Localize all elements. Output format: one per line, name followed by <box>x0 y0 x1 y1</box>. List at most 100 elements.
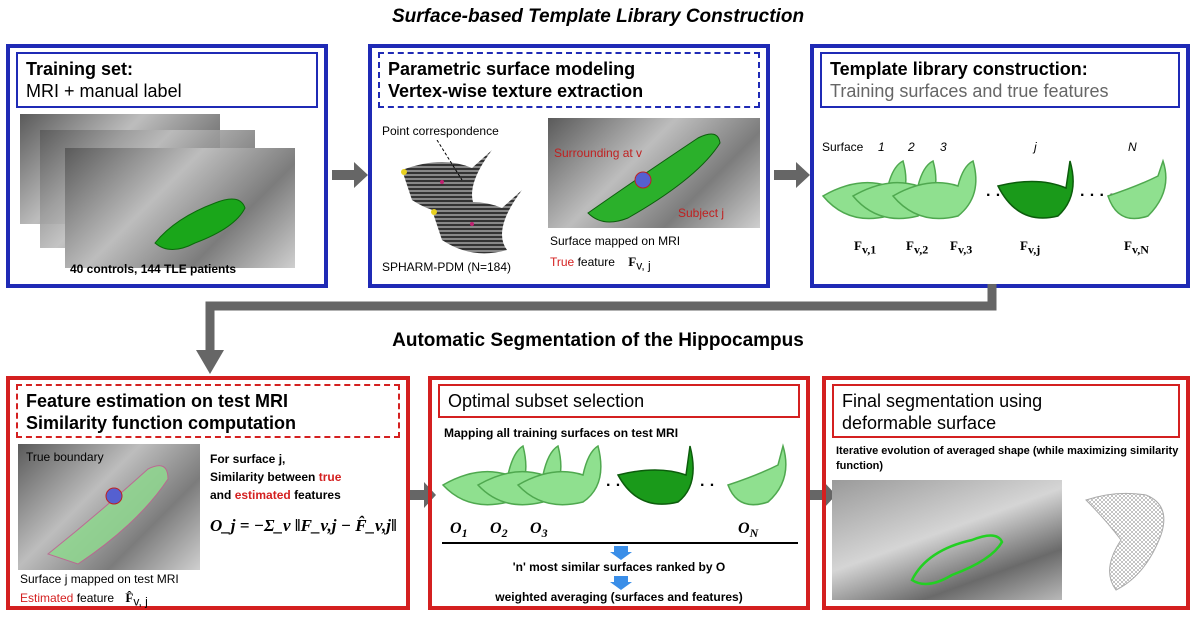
surface-label: Surface <box>822 140 864 154</box>
estimated-feature-symbol: F̂ <box>125 590 134 605</box>
surface-modeling-title: Parametric surface modeling <box>388 59 636 79</box>
svg-text:· ·: · · <box>700 477 715 494</box>
svg-text:· · · ·: · · · · <box>1080 187 1115 204</box>
evolution-description: Iterative evolution of averaged shape (w… <box>836 445 1179 472</box>
o-n: ON <box>738 520 758 541</box>
final-segmentation-title2: deformable surface <box>842 413 997 433</box>
subject-label: Subject j <box>678 206 725 220</box>
o-2-sym: O <box>490 520 502 537</box>
o-2-sub: 2 <box>501 526 508 541</box>
surface-mapped-label: Surface mapped on MRI <box>550 234 681 248</box>
feature-word-2: feature <box>76 591 115 605</box>
true-feature-label: True feature Fv, j <box>550 254 651 272</box>
divider <box>442 542 798 544</box>
ranking-step: 'n' most similar surfaces ranked by O <box>512 560 726 574</box>
template-surfaces: · · · · · · · <box>821 158 1167 220</box>
feature-estimation-title: Feature estimation on test MRI <box>26 391 289 411</box>
index-j: j <box>1034 140 1037 154</box>
similarity-equation: O_j = −Σ_v ‖F_v,j − F̂_v,j‖ <box>210 516 397 535</box>
estimated-feature-label: Estimated feature F̂v, j <box>20 590 148 608</box>
feature-n: Fv,N <box>1124 238 1149 258</box>
feature-3: Fv,3 <box>950 238 972 258</box>
feature-j-sub: v,j <box>1027 242 1041 257</box>
true-word: True <box>550 255 575 269</box>
mapping-label: Mapping all training surfaces on test MR… <box>444 426 679 440</box>
texture-extraction-title: Vertex-wise texture extraction <box>388 81 644 101</box>
training-set-subtitle: MRI + manual label <box>26 81 182 101</box>
surrounding-label: Surrounding at v <box>554 146 643 160</box>
feature-estimation-panel: Feature estimation on test MRI Similarit… <box>6 376 410 610</box>
o-1-sym: O <box>450 520 462 537</box>
mesh-surface <box>1085 492 1165 591</box>
training-set-panel: Training set: MRI + manual label 40 cont… <box>6 44 328 288</box>
spharm-label: SPHARM-PDM (N=184) <box>382 260 512 274</box>
for-surface-text: For surface j, <box>210 452 286 466</box>
true-text: true <box>318 470 342 484</box>
spharm-surfaces <box>401 140 522 254</box>
connector-arrow-icon <box>196 284 997 374</box>
down-arrow-icon <box>610 576 632 590</box>
feature-2-sub: v,2 <box>913 242 929 257</box>
o-n-sym: O <box>738 520 750 537</box>
feature-n-sym: F <box>1124 238 1132 253</box>
feature-word: feature <box>577 255 615 269</box>
arrow-right-icon <box>774 162 810 188</box>
feature-j-sym: F <box>1020 238 1028 253</box>
o-3-sym: O <box>530 520 542 537</box>
feature-3-sym: F <box>950 238 958 253</box>
subset-selection-title: Optimal subset selection <box>448 391 645 411</box>
index-2: 2 <box>908 140 915 154</box>
feature-3-sub: v,3 <box>957 242 973 257</box>
template-library-title: Template library construction: <box>830 59 1088 79</box>
training-set-header: Training set: MRI + manual label <box>16 52 318 108</box>
training-caption: 40 controls, 144 TLE patients <box>70 262 237 276</box>
estimated-text: estimated <box>234 488 291 502</box>
similarity-computation-title: Similarity function computation <box>26 413 297 433</box>
averaging-step: weighted averaging (surfaces and feature… <box>495 590 743 604</box>
final-segmentation-header: Final segmentation using deformable surf… <box>832 384 1180 438</box>
hippocampus-texture-overlay <box>587 133 721 223</box>
subset-selection-header: Optimal subset selection <box>438 384 800 418</box>
and-text: and <box>210 488 232 502</box>
surface-modeling-header: Parametric surface modeling Vertex-wise … <box>378 52 760 108</box>
surface-modeling-panel: Parametric surface modeling Vertex-wise … <box>368 44 770 288</box>
segmentation-contour <box>910 534 1004 586</box>
test-mri: True boundary <box>18 444 200 570</box>
mapped-surfaces: · · · · · <box>441 443 787 506</box>
feature-1: Fv,1 <box>854 238 876 258</box>
surface-j-mapped-label: Surface j mapped on test MRI <box>20 572 179 586</box>
template-library-panel: Template library construction: Training … <box>810 44 1190 288</box>
feature-subscript: v, j <box>636 258 651 273</box>
feature-1-sub: v,1 <box>861 242 877 257</box>
o-1-sub: 1 <box>461 526 468 541</box>
bottom-section-title: Automatic Segmentation of the Hippocampu… <box>392 330 804 351</box>
final-mri <box>832 480 1062 600</box>
subset-selection-panel: Optimal subset selection Mapping all tra… <box>428 376 810 610</box>
estimated-feature-subscript: v, j <box>133 594 148 609</box>
feature-estimation-header: Feature estimation on test MRI Similarit… <box>16 384 400 438</box>
features-text: features <box>294 488 341 502</box>
feature-n-sub: v,N <box>1131 242 1149 257</box>
feature-2-sym: F <box>906 238 914 253</box>
arrow-right-icon <box>332 162 368 188</box>
similarity-description: For surface j, Similarity between true a… <box>210 450 341 504</box>
feature-1-sym: F <box>854 238 862 253</box>
o-3-sub: 3 <box>541 526 548 541</box>
final-segmentation-title1: Final segmentation using <box>842 391 1043 411</box>
down-arrow-icon <box>610 546 632 560</box>
estimated-word: Estimated <box>20 591 74 605</box>
mri-slice-3 <box>65 148 295 268</box>
template-library-header: Template library construction: Training … <box>820 52 1180 108</box>
index-3: 3 <box>940 140 947 154</box>
o-n-sub: N <box>749 526 759 541</box>
similarity-between-text: Similarity between <box>210 470 316 484</box>
estimation-overlay <box>46 465 169 565</box>
template-library-subtitle: Training surfaces and true features <box>830 81 1109 101</box>
hippocampus-label-overlay <box>154 198 246 250</box>
feature-symbol: F <box>628 254 637 269</box>
index-n: N <box>1128 140 1137 154</box>
feature-j: Fv,j <box>1020 238 1040 258</box>
texture-mri: Surrounding at v Subject j <box>548 118 760 228</box>
top-section-title: Surface-based Template Library Construct… <box>391 6 805 27</box>
feature-2: Fv,2 <box>906 238 928 258</box>
